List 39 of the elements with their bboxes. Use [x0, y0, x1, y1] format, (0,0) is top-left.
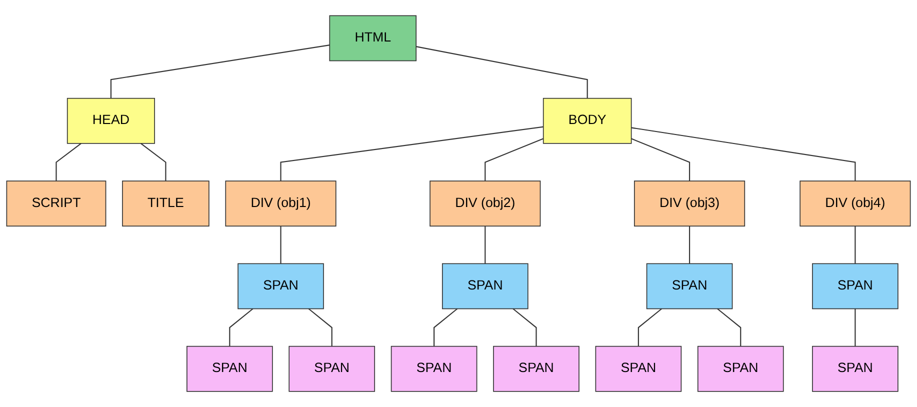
- connector: [854, 308, 856, 346]
- node-box: BODY: [542, 98, 632, 144]
- connector: [280, 226, 282, 264]
- connector: [229, 308, 254, 346]
- connector: [638, 308, 662, 346]
- connector: [416, 46, 588, 98]
- connector: [854, 226, 856, 264]
- node-box: SPAN: [493, 346, 580, 392]
- node-box: HEAD: [66, 98, 155, 144]
- node-box: SPAN: [390, 346, 478, 392]
- node-box: SPAN: [442, 263, 528, 310]
- node-box: SPAN: [186, 346, 273, 392]
- node-box: SPAN: [812, 346, 898, 392]
- node-box: SCRIPT: [6, 180, 106, 226]
- node-box: SPAN: [697, 346, 784, 392]
- connector: [484, 226, 486, 264]
- node-box: HTML: [329, 15, 417, 62]
- connector: [484, 138, 544, 181]
- connector: [631, 138, 690, 181]
- node-box: TITLE: [122, 180, 210, 226]
- connector: [280, 126, 544, 181]
- node-box: DIV (obj4): [800, 180, 911, 226]
- connector: [631, 127, 856, 181]
- connector: [110, 44, 330, 98]
- connector: [512, 308, 537, 346]
- connector: [717, 308, 742, 346]
- connector: [308, 308, 332, 346]
- connector: [688, 226, 690, 264]
- node-box: DIV (obj3): [634, 180, 746, 226]
- node-box: SPAN: [646, 263, 733, 310]
- node-box: DIV (obj1): [225, 180, 336, 226]
- node-box: SPAN: [238, 263, 324, 310]
- node-box: SPAN: [288, 346, 376, 392]
- node-box: SPAN: [812, 263, 898, 310]
- connector: [56, 142, 82, 181]
- connector: [140, 142, 166, 181]
- connector: [434, 308, 458, 346]
- node-box: DIV (obj2): [430, 180, 541, 226]
- node-box: SPAN: [595, 346, 682, 392]
